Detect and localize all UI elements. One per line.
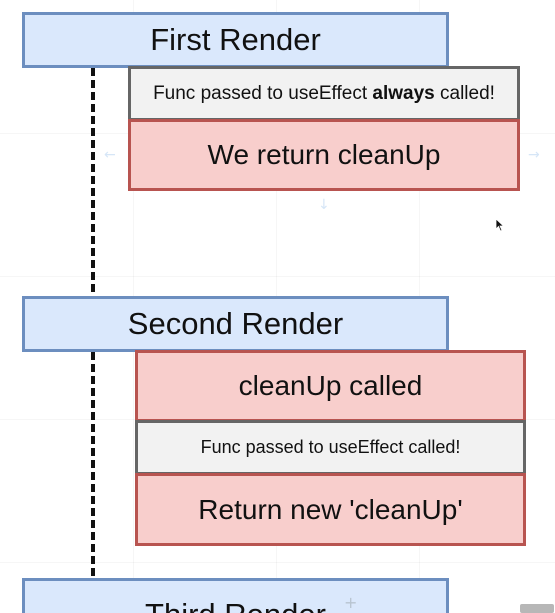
connect-arrow-down-icon[interactable]: ↓ <box>318 197 330 213</box>
first-render-func-label: Func passed to useEffect always called! <box>153 82 495 104</box>
second-render-func-label: Func passed to useEffect called! <box>200 437 461 457</box>
second-render-cleanup-called-box[interactable]: cleanUp called <box>135 350 526 422</box>
second-render-return-label: Return new 'cleanUp' <box>198 493 463 525</box>
second-render-func-called-box[interactable]: Func passed to useEffect called! <box>135 420 526 475</box>
third-render-header[interactable]: Third Render <box>22 578 449 613</box>
second-render-cleanup-label: cleanUp called <box>238 370 423 401</box>
timeline-dashed-line <box>91 68 95 292</box>
timeline-dashed-line <box>91 352 95 576</box>
add-plus-icon[interactable]: + <box>344 593 358 612</box>
first-render-title: First Render <box>150 22 321 57</box>
connect-arrow-left-icon[interactable]: ← <box>104 147 116 163</box>
first-render-func-called-box[interactable]: Func passed to useEffect always called! <box>128 66 520 121</box>
first-render-header[interactable]: First Render <box>22 12 449 68</box>
second-render-return-new-cleanup-box[interactable]: Return new 'cleanUp' <box>135 473 526 546</box>
scroll-thumb[interactable] <box>520 604 554 613</box>
second-render-title: Second Render <box>127 306 344 341</box>
first-render-return-cleanup-box[interactable]: We return cleanUp <box>128 119 520 191</box>
connect-arrow-right-icon[interactable]: → <box>528 147 540 163</box>
third-render-title: Third Render <box>145 597 326 613</box>
first-render-return-label: We return cleanUp <box>207 139 441 170</box>
mouse-cursor-icon <box>495 218 505 232</box>
second-render-header[interactable]: Second Render <box>22 296 449 352</box>
